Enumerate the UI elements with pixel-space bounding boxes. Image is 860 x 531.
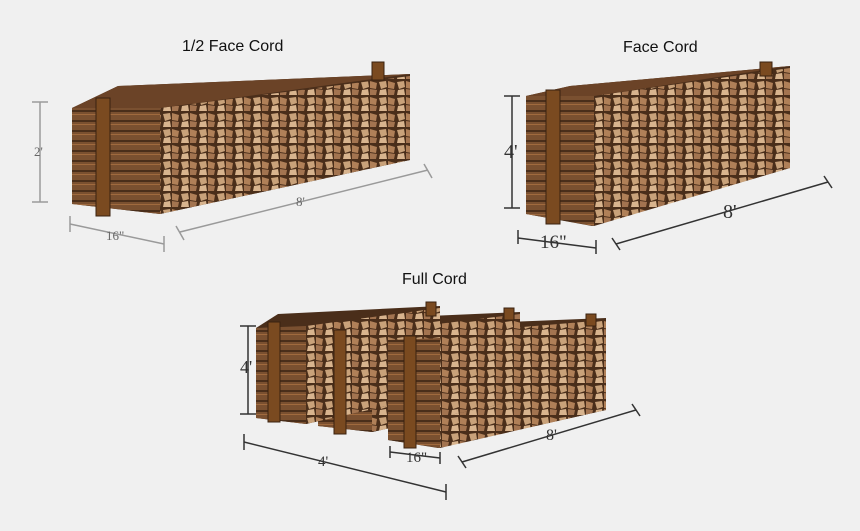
full-cord-title: Full Cord <box>402 271 467 288</box>
half-face-cord-dimension-lines <box>32 101 433 252</box>
half-cord-length-label: 8' <box>296 194 305 209</box>
face-cord-dimension-lines <box>504 95 833 254</box>
half-face-cord-title: 1/2 Face Cord <box>182 38 284 55</box>
full-cord-depth-label: 16" <box>406 450 428 466</box>
full-cord-dimension-lines <box>240 325 641 500</box>
full-cord-posts <box>267 301 597 449</box>
half-cord-height-label: 2' <box>34 144 43 159</box>
face-cord-title: Face Cord <box>623 39 698 56</box>
face-cord-length-label: 8' <box>723 201 737 223</box>
full-cord-length-label: 8' <box>546 427 557 444</box>
half-cord-depth-label: 16" <box>106 228 125 243</box>
face-cord-depth-label: 16" <box>540 232 567 253</box>
full-cord-height-label: 4' <box>240 357 253 377</box>
half-face-cord-stack <box>72 61 410 217</box>
face-cord-height-label: 4' <box>504 141 518 163</box>
full-cord-width-label: 4' <box>318 454 329 470</box>
face-cord-stack <box>526 61 790 226</box>
